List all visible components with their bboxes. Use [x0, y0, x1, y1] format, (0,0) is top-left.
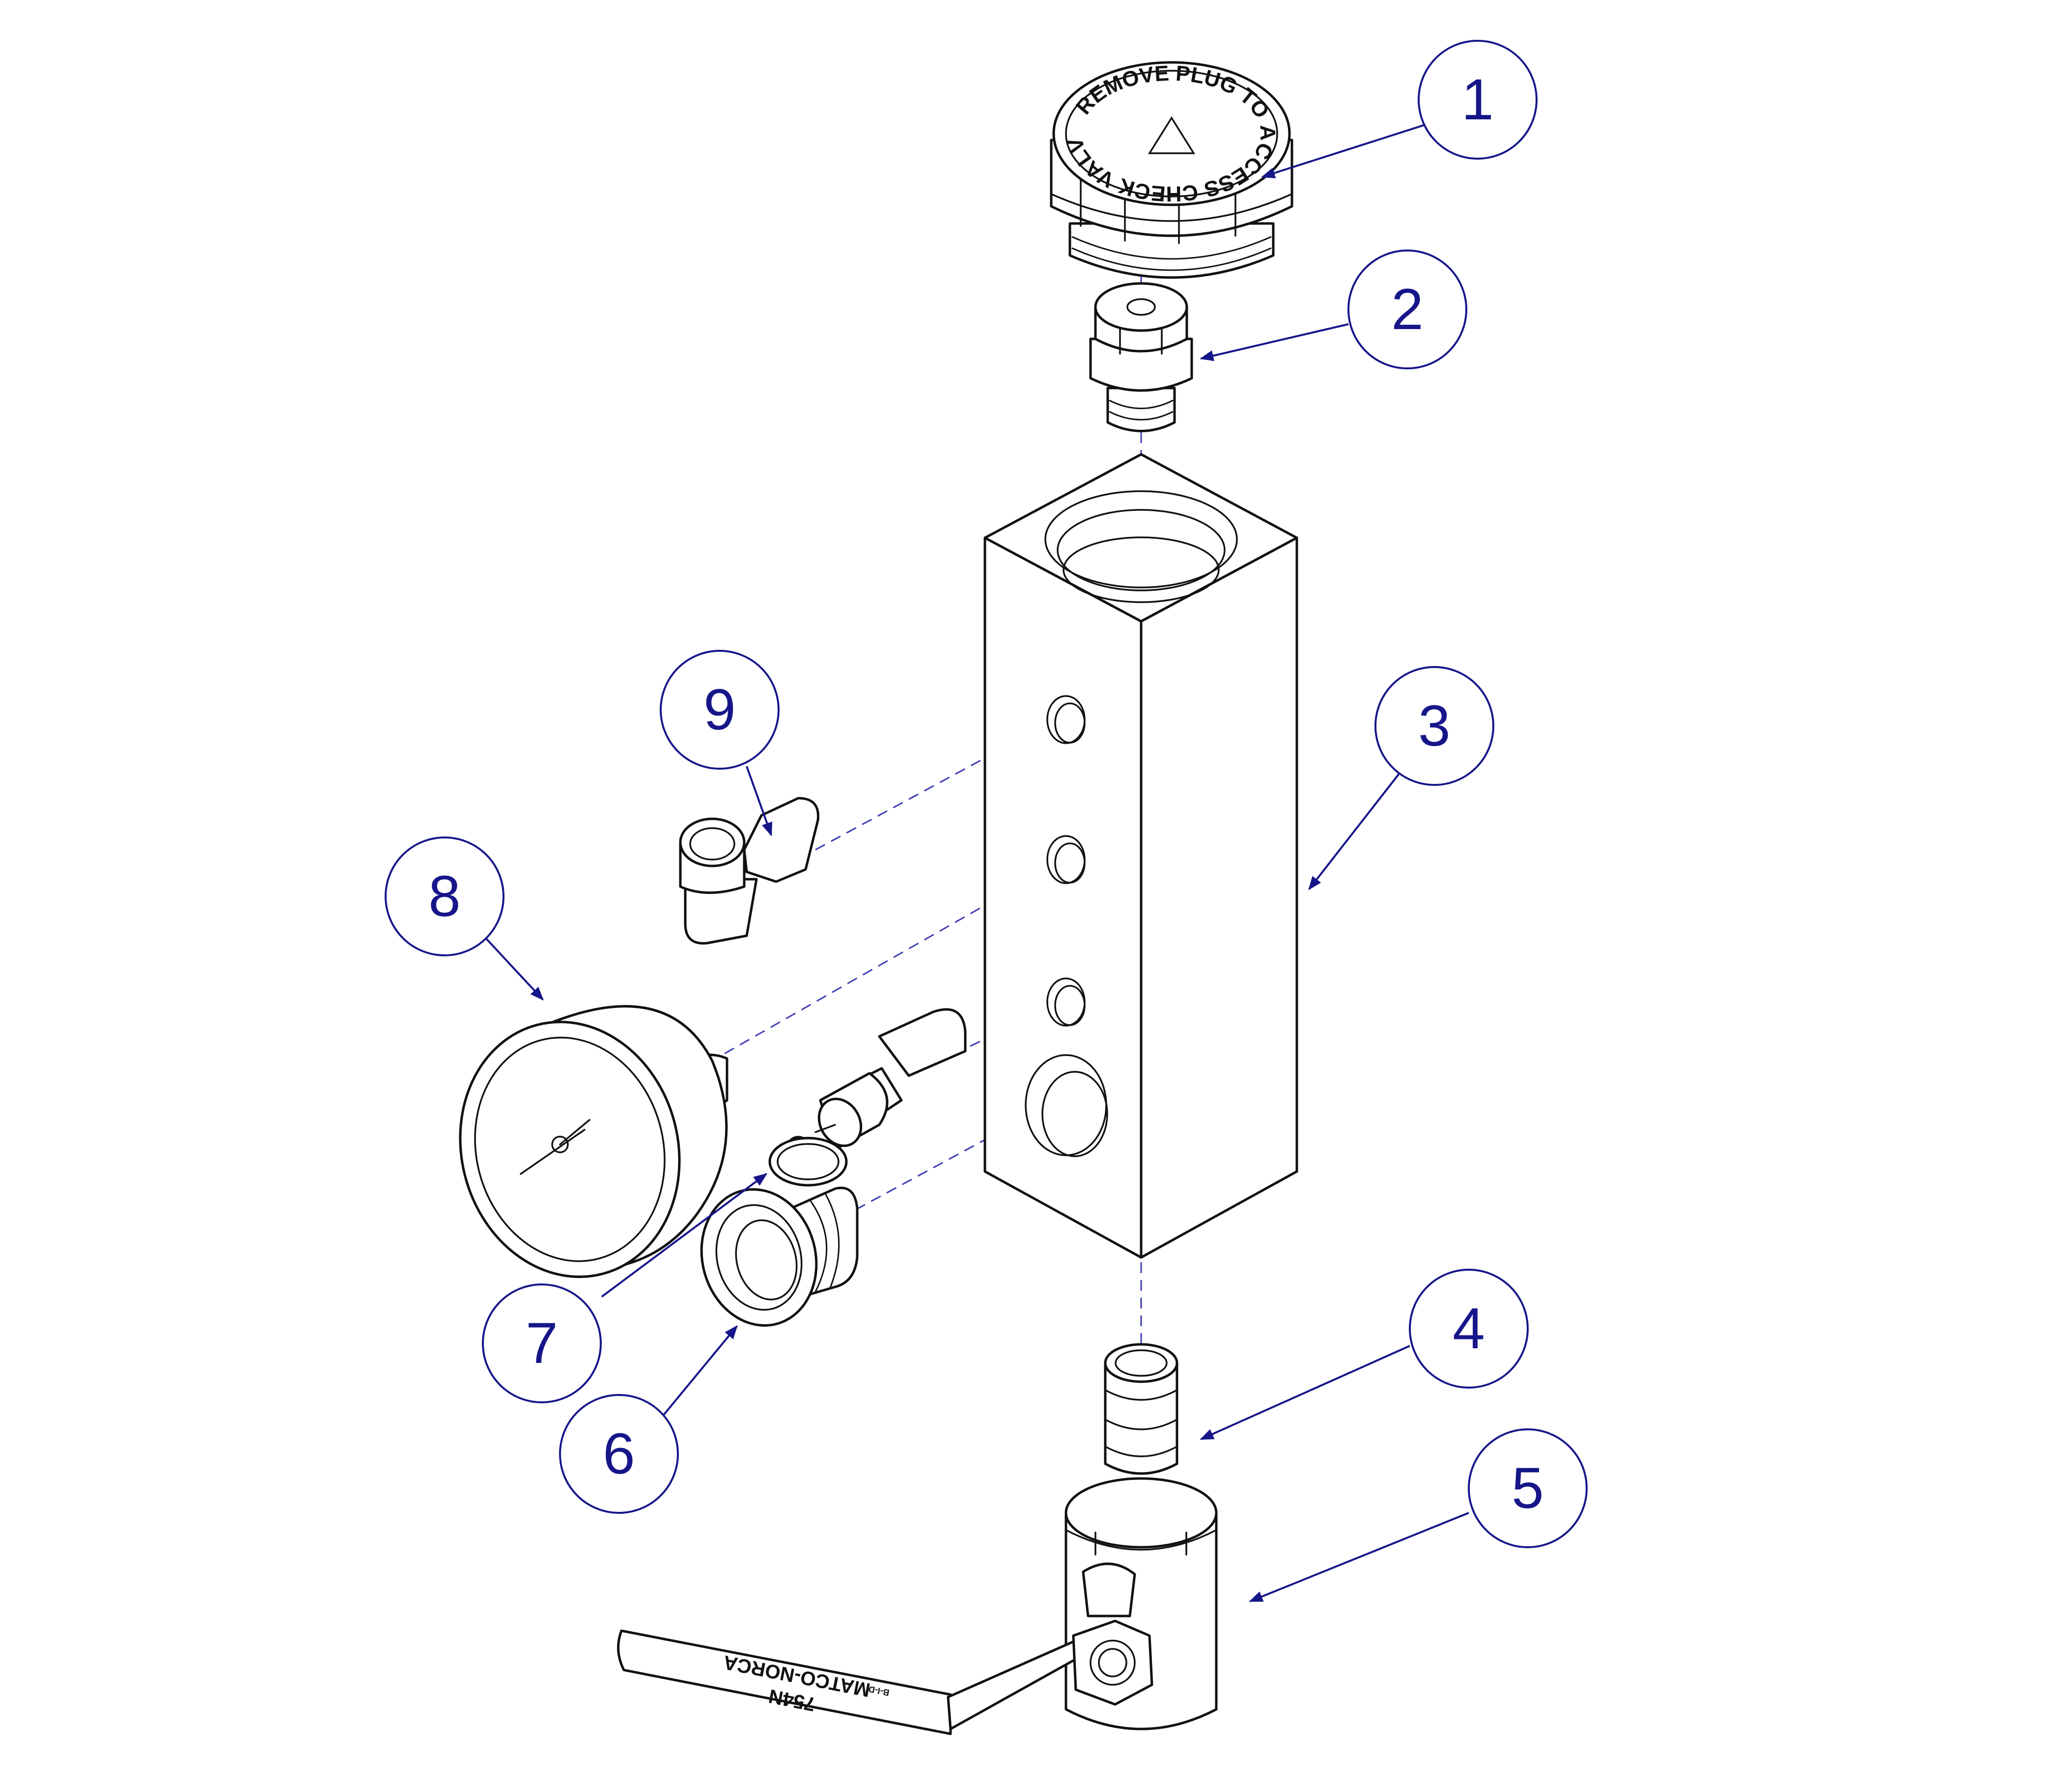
manifold-side-ports [1025, 695, 1108, 1157]
check-valve-insert [1089, 282, 1193, 432]
hose-barb-fitting [1104, 1343, 1178, 1475]
manifold-block [983, 453, 1298, 1259]
callout-number: 3 [1418, 694, 1451, 758]
callout-number: 9 [703, 677, 736, 742]
callout-9: 9 [660, 650, 780, 770]
callout-6: 6 [559, 1394, 679, 1514]
callout-3: 3 [1374, 666, 1494, 786]
callout-5: 5 [1468, 1428, 1588, 1548]
callout-number: 7 [526, 1311, 558, 1376]
callout-number: 5 [1512, 1456, 1544, 1521]
callout-2: 2 [1347, 250, 1467, 369]
plug-inscription: REMOVE PLUG TO ACCESS CHECK VALVE [0, 0, 1280, 206]
callout-number: 2 [1391, 277, 1424, 342]
pressure-gauge [459, 1005, 728, 1278]
ball-valve: 754N MATCO-NORCA B-I-D [617, 1477, 1218, 1735]
callout-number: 4 [1453, 1296, 1485, 1361]
elbow-fitting [679, 797, 819, 945]
relief-valve [768, 1008, 967, 1187]
check-valve-access-plug: REMOVE PLUG TO ACCESS CHECK VALVE [0, 0, 1293, 279]
callout-number: 1 [1461, 67, 1494, 132]
callout-number: 8 [428, 864, 461, 929]
reducer-bushing [700, 1186, 859, 1327]
callout-leaders [478, 117, 1469, 1602]
callout-1: 1 [1418, 40, 1538, 160]
callout-4: 4 [1409, 1269, 1529, 1389]
callout-8: 8 [385, 836, 504, 956]
callout-number: 6 [603, 1421, 635, 1486]
callout-7: 7 [482, 1283, 602, 1403]
